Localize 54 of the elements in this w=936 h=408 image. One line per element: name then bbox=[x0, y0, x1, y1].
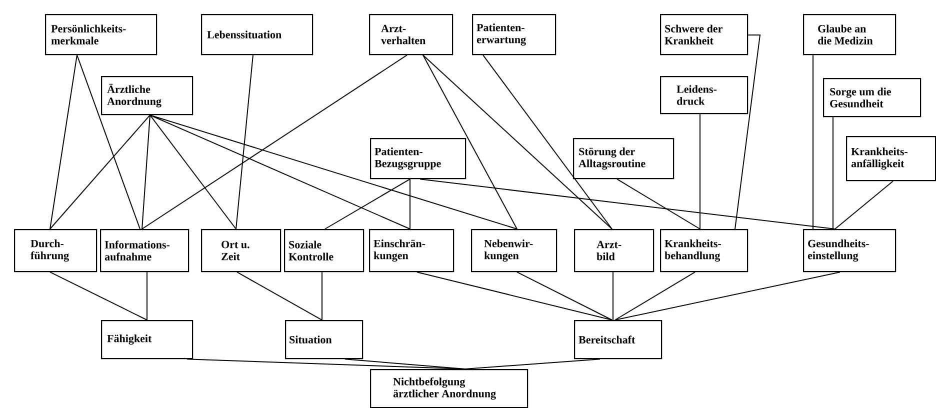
factor-box: Fähigkeit bbox=[101, 320, 194, 360]
connector-line bbox=[142, 114, 150, 230]
factor-box: Störung der Alltagsroutine bbox=[573, 138, 674, 180]
factor-box: Patienten- Bezugsgruppe bbox=[370, 138, 466, 180]
connector-line bbox=[50, 54, 78, 230]
factor-box: Nebenwir- kungen bbox=[471, 229, 558, 272]
factor-box: Bereitschaft bbox=[574, 320, 662, 360]
connector-line bbox=[516, 272, 612, 320]
connector-line bbox=[344, 358, 466, 370]
connector-line bbox=[614, 272, 696, 320]
factor-box: Informations- aufnahme bbox=[100, 229, 190, 272]
connector-line bbox=[614, 272, 840, 320]
connector-line bbox=[416, 272, 612, 320]
factor-box: Soziale Kontrolle bbox=[284, 229, 364, 272]
factor-box: Arzt- verhalten bbox=[369, 14, 454, 56]
factor-box: Arzt- bild bbox=[574, 229, 654, 272]
connector-line bbox=[422, 54, 612, 230]
connector-line bbox=[150, 114, 518, 230]
connector-line bbox=[832, 116, 834, 230]
connector-line bbox=[420, 178, 836, 230]
connector-line bbox=[150, 114, 410, 230]
connector-line bbox=[146, 272, 148, 320]
factor-box: Lebenssituation bbox=[201, 14, 314, 56]
factor-box: Sorge um die Gesundheit bbox=[823, 78, 922, 118]
factor-box: Leidens- druck bbox=[660, 76, 748, 114]
connector-line bbox=[236, 54, 254, 230]
connector-line bbox=[236, 272, 322, 320]
connector-line bbox=[812, 54, 814, 230]
connector-line bbox=[76, 54, 140, 230]
connector-line bbox=[464, 358, 600, 370]
factor-box: Situation bbox=[285, 320, 364, 360]
connector-line bbox=[612, 272, 614, 320]
connector-line bbox=[50, 114, 150, 230]
factor-box: Persönlichkeits- merkmale bbox=[45, 14, 158, 56]
factor-box: Gesundheits- einstellung bbox=[803, 229, 896, 272]
factor-box: Ort u. Zeit bbox=[201, 229, 282, 272]
factor-box: Ärztliche Anordnung bbox=[101, 76, 194, 116]
factor-box: Krankheits- behandlung bbox=[660, 229, 748, 272]
connector-line bbox=[150, 114, 236, 230]
connector-line bbox=[50, 272, 148, 320]
factor-box: Durch- führung bbox=[14, 229, 98, 272]
factor-box: Patienten- erwartung bbox=[472, 14, 556, 56]
factor-box: Einschrän- kungen bbox=[369, 229, 454, 272]
connector-line bbox=[734, 34, 761, 230]
factor-box: Glaube an die Medizin bbox=[803, 14, 896, 56]
connector-line bbox=[834, 180, 894, 230]
connector-line bbox=[422, 54, 518, 230]
connector-line bbox=[324, 178, 410, 230]
connector-line bbox=[142, 54, 408, 230]
connector-line bbox=[616, 178, 700, 230]
factor-box: Krankheits- anfälligkeit bbox=[846, 136, 936, 182]
connector-line bbox=[482, 54, 612, 230]
factor-box: Schwere der Krankheit bbox=[660, 14, 748, 56]
factor-box: Nichtbefolgung ärztlicher Anordnung bbox=[370, 369, 528, 408]
